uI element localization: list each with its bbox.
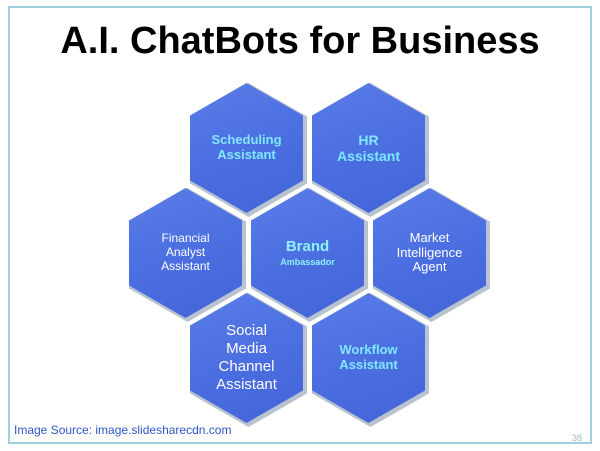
hex-label: Market [409,229,450,245]
hex-label: Media [226,340,267,357]
hex-label: Scheduling [211,132,282,148]
hex-label: Channel [218,358,275,375]
hex-scheduling-assistant: Scheduling Assistant [190,83,303,213]
hex-label: Agent [412,259,447,275]
hex-sublabel: Ambassador [280,257,335,268]
hex-label: Workflow [339,342,398,358]
hex-label: HR [358,131,379,148]
hex-label: Analyst [165,245,206,260]
hex-label: Assistant [339,357,398,372]
slide-title: A.I. ChatBots for Business [60,20,540,62]
image-source-caption: Image Source: image.slidesharecdn.com [12,423,234,437]
hex-label: Assistant [161,258,210,273]
hex-label: Financial [161,231,210,246]
hex-label: Assistant [217,147,276,162]
hex-label: Assistant [216,376,277,393]
page-number: 38 [571,433,582,443]
slide-frame [8,6,592,444]
hex-label: Social [226,322,267,339]
hex-label: Brand [285,238,330,256]
hex-hr-assistant: HR Assistant [312,83,425,213]
hex-label: Intelligence [396,244,463,260]
hex-label: Assistant [336,148,401,164]
